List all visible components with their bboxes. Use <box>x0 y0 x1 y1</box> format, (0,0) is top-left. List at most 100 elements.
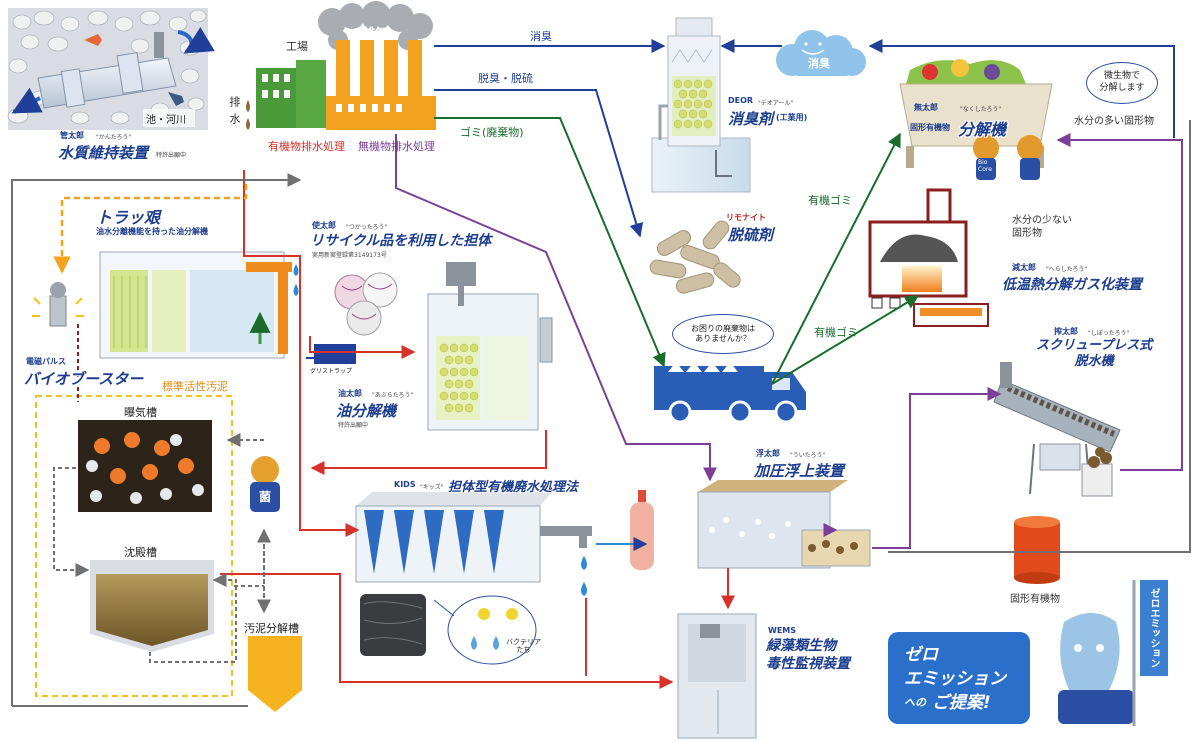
proposal-line1: ゼロ <box>904 645 938 665</box>
chemical-cylinder <box>630 490 654 570</box>
grease-trap-label: グリストラップ <box>310 368 353 375</box>
flow-drop-icons <box>293 264 299 296</box>
exhaust-label: 排気 <box>364 26 386 39</box>
remonite-pieces <box>649 220 741 294</box>
bacteria-bubble <box>433 595 537 665</box>
drain-label: 排水 <box>228 96 241 130</box>
kids-product: KIDS <box>394 480 416 489</box>
inorganic-treatment-label: 無機物排水処理 <box>358 140 435 153</box>
orange-dashed-arrow <box>53 184 248 274</box>
zero-emission-proposal: ゼロ エミッション への ご提案! <box>888 632 1030 724</box>
pulse-device <box>32 282 84 327</box>
torakkon-title: トラッ艰 <box>96 208 161 227</box>
remonite-product: リモナイト <box>726 213 766 222</box>
heritaro-title: 低温熱分解ガス化装置 <box>1002 277 1142 293</box>
truck <box>654 362 806 424</box>
deor-product: DEOR <box>728 96 754 105</box>
factory-label: 工場 <box>286 40 308 53</box>
deor-reading: "デオアール" <box>758 100 794 107</box>
aburataro-patent: 特許出願中 <box>338 422 369 429</box>
red-arrows <box>220 170 735 689</box>
sludge-box <box>35 395 233 697</box>
mutaro-note: 水分の多い固形物 <box>1074 116 1154 127</box>
decomp-label: 汚泥分解槽 <box>244 622 299 635</box>
mutaro-decomposer <box>899 59 1053 168</box>
gray-dashed-arrows <box>53 324 271 663</box>
kin-mascot <box>250 456 280 512</box>
settling-label: 沈殿槽 <box>124 546 157 559</box>
mutaro-prefix: 無太郎 <box>914 103 938 112</box>
cloud-label: 消臭 <box>808 57 830 70</box>
aburataro-reading: "あぶらたろう" <box>372 392 414 399</box>
kin-mascot-label: 菌 <box>259 490 272 504</box>
deodorize-flow-label: 消臭 <box>530 30 552 43</box>
zero-emission-mascot <box>1058 580 1168 726</box>
tsukattaro-title: リサイクル品を利用した担体 <box>310 233 492 249</box>
green-arrows <box>434 117 920 385</box>
aburataro-title: 油分解機 <box>336 402 397 420</box>
biocore-mascots <box>973 135 1043 180</box>
aeration-label: 曝気槽 <box>124 406 157 419</box>
ukitaro-title: 加圧浮上装置 <box>754 462 845 480</box>
organic-garbage-label-2: 有機ゴミ <box>814 326 858 339</box>
ukitaro-unit <box>697 480 871 569</box>
purple-arrows <box>395 133 1183 549</box>
pond-label: 池・河川 <box>146 115 186 126</box>
mutaro-badge: Bio Core <box>978 159 992 173</box>
kids-tank <box>355 492 592 596</box>
mutaro-title: 分解機 <box>958 120 1007 139</box>
wems-title: 緑藻類生物 毒性監視装置 <box>766 638 850 672</box>
recycled-carriers <box>334 272 398 336</box>
kids-title: 担体型有機廃水処理法 <box>448 480 579 495</box>
remonite-title: 脱硫剤 <box>728 226 774 244</box>
organic-garbage-label-1: 有機ゴミ <box>808 194 852 207</box>
factory-illustration <box>246 1 436 130</box>
organic-treatment-label: 有機物排水処理 <box>268 140 345 153</box>
torakkon-tank <box>99 251 292 359</box>
tsukattaro-reg: 実用新案登録第3149173号 <box>312 252 387 259</box>
truck-bubble: お困りの廃棄物は ありませんか？ <box>672 314 774 354</box>
deor-sub: (工業用) <box>776 113 808 122</box>
wems-unit <box>677 613 757 739</box>
gray-arrows <box>11 120 1191 707</box>
garbage-flow-label: ゴミ(廃棄物) <box>460 126 524 139</box>
aeration-tank <box>78 420 212 512</box>
aburataro-prefix: 油太郎 <box>338 389 362 398</box>
shibotaro-title: スクリュープレス式 脱水機 <box>1036 338 1153 369</box>
kids-reading: "キッズ" <box>420 484 444 491</box>
sludge-decomp-tank <box>248 636 302 712</box>
mutaro-reading: "なくしたろう" <box>960 106 1002 113</box>
kantaro-prefix: 管太郎 <box>60 131 84 140</box>
deodorize-cloud <box>776 30 866 76</box>
ukitaro-reading: "ういたろう" <box>790 452 826 459</box>
deor-tank <box>651 17 751 193</box>
heritaro-reading: "へらしたろう" <box>1046 266 1088 273</box>
torakkon-sub: 油水分離機能を持った油分解機 <box>96 227 208 236</box>
tsukattaro-prefix: 使太郎 <box>312 221 336 230</box>
banner-text: ゼロエミッション <box>1148 588 1159 668</box>
solid-organic-label: 固形有機物 <box>1010 594 1060 605</box>
shibotaro-press <box>993 362 1121 497</box>
standard-sludge-label: 標準活性汚泥 <box>162 380 228 393</box>
mutaro-subtitle: 固形有機物 <box>910 123 950 132</box>
kantaro-patent: 特許出願中 <box>156 152 187 159</box>
pulse-title: バイオブースター <box>24 370 144 388</box>
mutaro-bubble: 微生物で 分解します <box>1086 62 1158 104</box>
blue-arrows <box>434 39 1175 551</box>
wems-product: WEMS <box>768 626 797 635</box>
carrier-sponge <box>360 594 426 656</box>
bacteria-label: バクテリア たち <box>506 638 541 655</box>
solid-organic-cylinder <box>1014 516 1060 584</box>
settling-tank <box>90 560 214 652</box>
proposal-line3-small: への <box>904 696 926 709</box>
desulfur-flow-label: 脱臭・脱硫 <box>478 72 533 85</box>
shibotaro-reading: "しぼったろう" <box>1088 330 1130 337</box>
ukitaro-prefix: 浮太郎 <box>756 449 780 458</box>
aburataro-unit <box>306 262 553 431</box>
heritaro-note: 水分の少ない 固形物 <box>1012 215 1072 239</box>
kantaro-title: 水質維持装置 <box>58 144 149 162</box>
pulse-label: 電磁パルス <box>26 357 66 366</box>
proposal-line2: エミッション <box>904 669 1006 689</box>
